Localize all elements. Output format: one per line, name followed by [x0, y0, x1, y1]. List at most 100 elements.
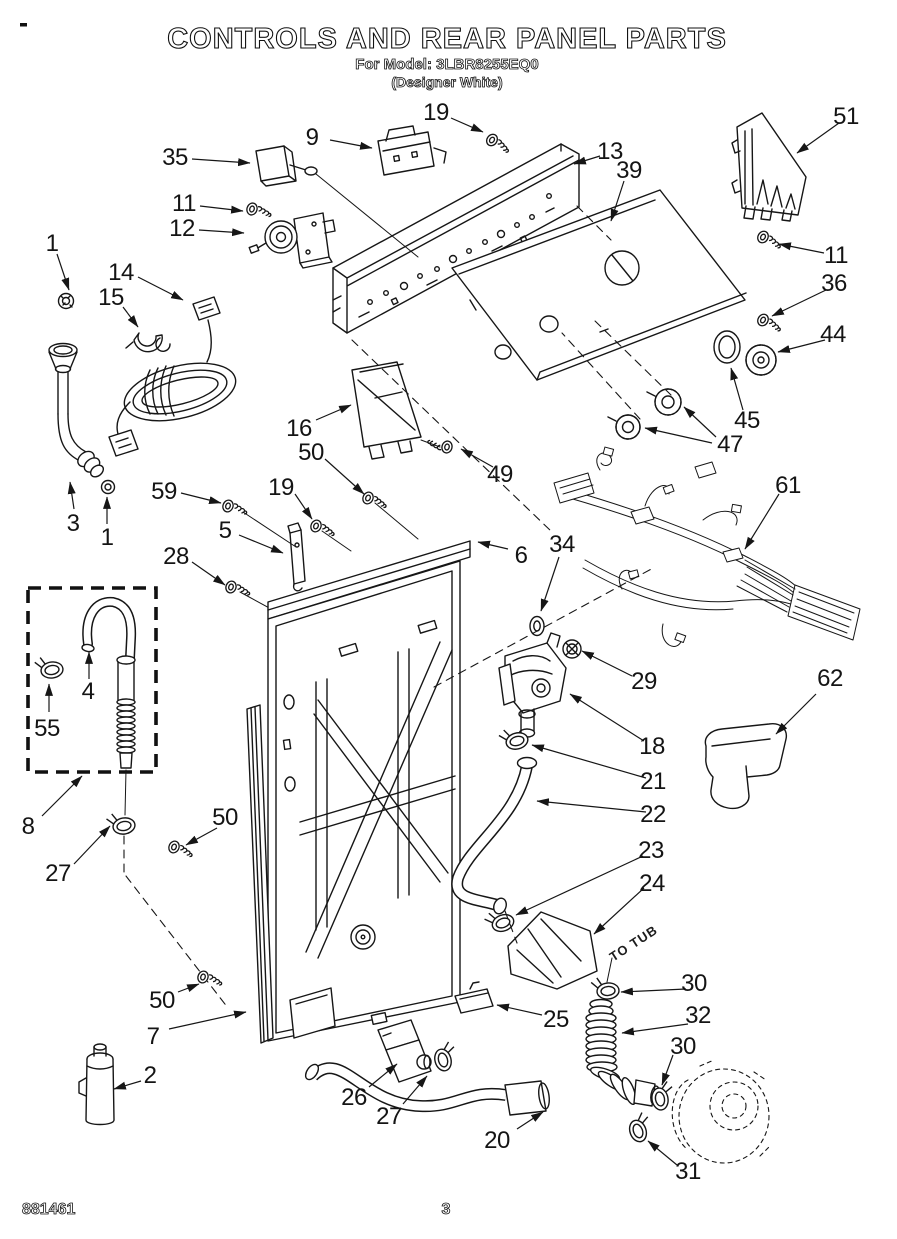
alignment-dashes — [351, 205, 672, 944]
callout-leader-25 — [496, 1003, 543, 1016]
water-inlet-valve-18 — [498, 632, 567, 738]
switch-35 — [255, 145, 419, 258]
callout-leader-36 — [771, 289, 827, 317]
callout-leader-3 — [67, 481, 76, 510]
console-rear-panel-39 — [451, 189, 747, 381]
callout-label-30: 30 — [670, 1033, 696, 1060]
callout-label-21: 21 — [640, 768, 666, 795]
callout-leader-44 — [777, 339, 826, 353]
callout-label-1: 1 — [101, 524, 114, 551]
callout-leader-13 — [573, 155, 601, 165]
callout-label-12: 12 — [169, 215, 195, 242]
callout-leader-21 — [531, 744, 647, 779]
callout-label-50: 50 — [298, 439, 324, 466]
washer-ring-1-top — [57, 292, 75, 310]
callout-leader-50 — [177, 983, 200, 993]
callout-label-9: 9 — [306, 124, 319, 151]
hose-22 — [451, 756, 538, 915]
callout-label-39: 39 — [616, 157, 642, 184]
switch-9 — [377, 125, 447, 176]
screw-11-right — [755, 228, 784, 253]
callout-label-6: 6 — [515, 542, 528, 569]
callout-label-55: 55 — [34, 715, 60, 742]
callout-label-59: 59 — [151, 478, 177, 505]
callout-leader-6 — [477, 540, 509, 550]
callout-leader-22 — [536, 798, 647, 813]
callout-label-19: 19 — [268, 474, 294, 501]
screw-49 — [425, 435, 455, 455]
callout-leader-31 — [647, 1140, 678, 1166]
callout-leader-19 — [450, 117, 484, 133]
screw-36 — [755, 311, 784, 336]
callout-label-45: 45 — [734, 407, 760, 434]
callout-leader-35 — [191, 158, 251, 167]
callout-leader-16 — [315, 404, 352, 421]
callout-leader-27 — [402, 1075, 428, 1105]
callout-leader-32 — [621, 1023, 689, 1036]
callout-leader-45 — [730, 367, 744, 411]
callout-label-29: 29 — [631, 668, 657, 695]
knob-skirt-45 — [713, 330, 741, 364]
callout-label-11: 11 — [824, 242, 848, 269]
callout-label-47: 47 — [717, 431, 743, 458]
drain-hose-4 — [81, 596, 137, 769]
callout-leader-15 — [122, 306, 139, 328]
knob-47-lower — [607, 414, 641, 440]
washer-34 — [529, 615, 545, 637]
callout-leader-50 — [185, 827, 218, 846]
screw-50-mid — [360, 489, 390, 513]
bracket-16 — [351, 361, 441, 460]
callout-leader-30 — [661, 1054, 674, 1086]
callout-label-8: 8 — [22, 813, 35, 840]
callout-label-31: 31 — [675, 1158, 701, 1185]
panel-trim-7 — [246, 704, 274, 1044]
callout-leader-23 — [515, 855, 644, 916]
timer-12 — [248, 212, 336, 269]
callout-leader-14 — [137, 276, 184, 301]
callout-label-36: 36 — [821, 270, 847, 297]
corner-mark — [20, 23, 27, 27]
callout-leader-29 — [581, 650, 633, 677]
callout-leader-2 — [113, 1080, 142, 1090]
callout-leader-11 — [778, 242, 825, 254]
callout-label-5: 5 — [219, 517, 232, 544]
callout-label-49: 49 — [487, 461, 513, 488]
callout-leader-26 — [368, 1063, 398, 1088]
callout-leader-50 — [324, 458, 365, 495]
callout-leader-12 — [198, 228, 245, 237]
callout-label-16: 16 — [286, 415, 312, 442]
model-line: For Model: 3LBR8255EQ0 — [355, 56, 538, 73]
callout-leader-8 — [41, 775, 83, 817]
callout-leader-11 — [199, 205, 244, 214]
callout-leader-20 — [516, 1111, 544, 1130]
callout-leader-27 — [73, 825, 111, 865]
wire-harness-61 — [553, 446, 861, 647]
callout-label-28: 28 — [163, 543, 189, 570]
footer-page-number: 3 — [442, 1201, 451, 1218]
power-cord-14 — [108, 296, 237, 457]
plug-2 — [78, 1043, 115, 1126]
drain-hose-box — [26, 586, 158, 774]
knob-47-upper — [646, 388, 682, 416]
screw-19-top — [483, 131, 513, 157]
callout-leader-47 — [683, 406, 717, 438]
callout-leader-7 — [168, 1010, 247, 1030]
callout-label-13: 13 — [597, 138, 623, 165]
callout-leader-59 — [180, 492, 222, 504]
callout-label-20: 20 — [484, 1127, 510, 1154]
page-title: CONTROLS AND REAR PANEL PARTS — [167, 23, 727, 55]
callout-leader-47 — [644, 426, 713, 444]
note-to-tub: TO TUB — [607, 922, 661, 964]
callout-label-18: 18 — [639, 733, 665, 760]
clamp-55 — [33, 653, 65, 681]
callout-leader-34 — [540, 556, 560, 612]
knob-44 — [745, 344, 777, 376]
rear-panel-6 — [267, 540, 471, 1042]
callout-leader-24 — [593, 887, 645, 935]
callout-label-24: 24 — [639, 870, 665, 897]
callout-leader-61 — [744, 493, 780, 550]
callout-label-50: 50 — [212, 804, 238, 831]
